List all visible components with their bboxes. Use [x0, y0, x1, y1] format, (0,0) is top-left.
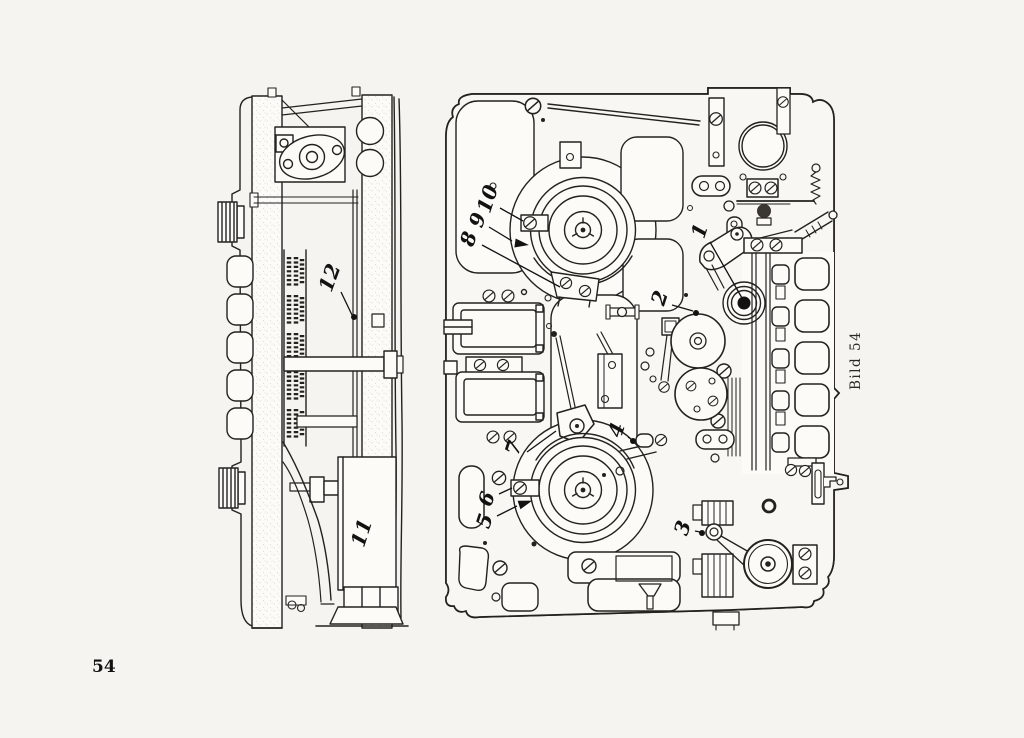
top-view-drawing — [443, 87, 849, 631]
head-mounts — [443, 288, 545, 444]
figure-label: Bild 54 — [848, 331, 864, 390]
supply-reel — [520, 176, 637, 308]
takeup-reel — [510, 432, 657, 544]
key-caps — [794, 257, 830, 459]
bell-crank — [699, 210, 838, 291]
callout-leader-2 — [671, 304, 694, 312]
bottom-fittings — [458, 465, 740, 631]
latch-block — [723, 173, 815, 226]
drive-horn — [282, 441, 335, 605]
guide-bar — [708, 87, 791, 167]
key-stems — [771, 264, 790, 453]
rear-bump-lower — [355, 148, 385, 178]
callout-2: 2 — [645, 287, 672, 309]
callout-leader-6 — [498, 487, 513, 495]
chassis-plate-front — [251, 95, 283, 629]
pushbutton-keys-side — [226, 255, 254, 440]
counter-wheel — [738, 121, 788, 171]
callout-leader-7 — [526, 430, 557, 453]
callout-leader-5 — [496, 505, 518, 517]
pinch-roller — [722, 281, 766, 325]
motor-mount-flange — [274, 126, 346, 183]
side-view-drawing — [217, 86, 409, 629]
motor-housing-panel — [337, 456, 399, 613]
pushbutton-bank — [695, 237, 837, 505]
callout-leader-3 — [694, 530, 701, 533]
callout-12: 12 — [313, 260, 345, 294]
callout-arrow-9 — [514, 238, 529, 248]
motor-drive — [692, 498, 818, 598]
callout-leader-4 — [627, 436, 632, 440]
callout-dot-4 — [630, 438, 636, 444]
callout-leader-12 — [340, 291, 353, 316]
callout-dot-12 — [351, 314, 357, 320]
cam-wheel — [674, 367, 728, 421]
side-knob-lower — [218, 467, 246, 509]
axle-pin — [605, 304, 640, 320]
rear-bump-upper — [355, 116, 385, 146]
callout-8: 8 — [454, 228, 481, 250]
callout-leader-1 — [709, 241, 743, 299]
callout-dot-2 — [693, 310, 699, 316]
callout-leader-8 — [481, 244, 561, 288]
mounting-foot — [251, 595, 409, 629]
side-knob-upper — [217, 201, 245, 243]
chassis-screws-holes — [489, 97, 844, 547]
callout-leader-10 — [499, 207, 524, 222]
page-number: 54 — [92, 657, 116, 677]
callout-arrow-5 — [517, 500, 533, 510]
callout-dot-3 — [699, 530, 705, 536]
return-spring — [810, 163, 821, 205]
front-panel-profile — [231, 96, 253, 627]
belt-coupler — [635, 433, 668, 448]
callout-leader-9 — [488, 226, 513, 242]
slot-capsule-top — [687, 175, 731, 211]
top-braces — [267, 86, 363, 129]
drive-belt — [535, 432, 635, 469]
